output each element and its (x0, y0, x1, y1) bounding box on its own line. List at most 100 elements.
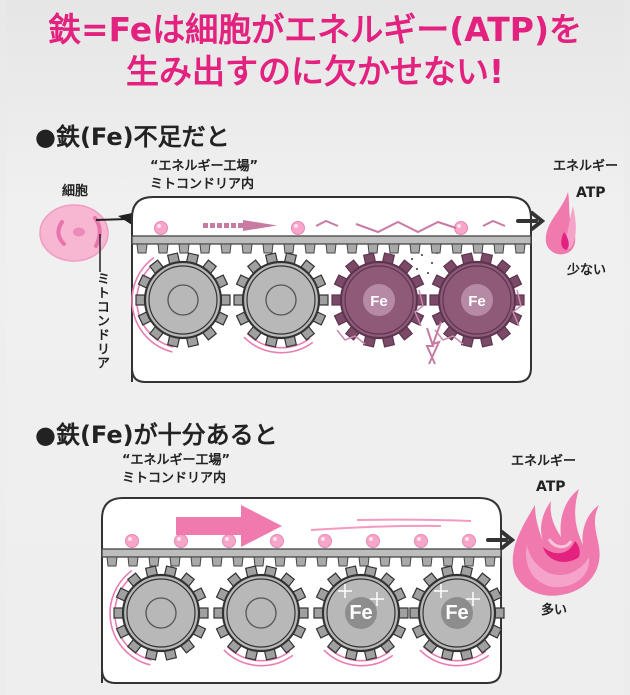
membrane-tooth (283, 243, 295, 254)
membrane-tooth (199, 243, 211, 254)
membrane-tooth (295, 556, 307, 567)
membrane-tooth (337, 556, 349, 567)
membrane-tooth (442, 556, 454, 567)
membrane-tooth (136, 243, 148, 254)
amount-label-deficient: 少ない (567, 263, 607, 278)
fe-core (363, 284, 395, 316)
gear (135, 252, 231, 348)
gear-hub (145, 597, 177, 629)
sparkle-icon (338, 584, 352, 598)
membrane-tooth (232, 556, 244, 567)
factory-label-sufficient-line1: “エネルギー工場” (122, 453, 231, 468)
fe-label: Fe (468, 293, 486, 310)
membrane-tooth (325, 243, 337, 254)
fe-label: Fe (445, 602, 468, 624)
membrane-tooth (190, 556, 202, 567)
particle (462, 534, 476, 548)
section-heading-deficient: ●鉄(Fe)不足だと (35, 123, 230, 151)
membrane-tooth (253, 556, 265, 567)
strong-flow-arrow (176, 505, 282, 547)
membrane-tooth (127, 556, 139, 567)
membrane-bar (131, 235, 532, 245)
particle (154, 221, 168, 235)
fe-label: Fe (370, 293, 388, 310)
particle (414, 534, 428, 548)
damage-zigzag (336, 289, 424, 345)
factory-label-sufficient-line2: ミトコンドリア内 (122, 471, 227, 486)
membrane-tooth (346, 243, 358, 254)
energy-label-deficient: エネルギー (553, 159, 619, 174)
membrane-tooth (430, 243, 442, 254)
membrane-tooth (493, 243, 505, 254)
weak-flow-arrow (203, 220, 277, 231)
membrane-tooth (400, 556, 412, 567)
gear (233, 252, 329, 348)
atp-label-deficient: ATP (576, 185, 606, 201)
membrane-tooth (514, 243, 526, 254)
membrane-tooth (106, 556, 118, 567)
membrane-tooth (169, 556, 181, 567)
membrane-tooth (472, 243, 484, 254)
membrane-tooth (274, 556, 286, 567)
damage-zigzag (434, 289, 522, 345)
gear (213, 565, 309, 661)
particle (291, 221, 305, 235)
sparkle-icon (370, 592, 384, 606)
particle (222, 534, 236, 548)
membrane-tooth (262, 243, 274, 254)
motion-arcs (109, 569, 152, 666)
mitochondria-box-sufficient: Fe Fe (101, 497, 505, 684)
fe-label: Fe (349, 602, 372, 624)
factory-label-deficient-line1: “エネルギー工場” (150, 159, 259, 174)
particle (454, 221, 468, 235)
particle (366, 534, 380, 548)
fe-core (461, 284, 493, 316)
membrane-tooth (367, 243, 379, 254)
membrane-tooth (220, 243, 232, 254)
debris-dots (411, 252, 438, 274)
gear-hub (265, 284, 297, 316)
particle (318, 534, 332, 548)
membrane-bar (101, 548, 502, 558)
membrane-tooth (241, 243, 253, 254)
membrane-tooth (358, 556, 370, 567)
gear (113, 565, 209, 661)
membrane-tooth (388, 243, 400, 254)
main-title-line-1: 鉄=Feは細胞がエネルギー(ATP)を (47, 10, 583, 49)
gear-hub (167, 284, 199, 316)
membrane-tooth (157, 243, 169, 254)
sparkle-icon (466, 592, 480, 606)
membrane-tooth (211, 556, 223, 567)
membrane-tooth (304, 243, 316, 254)
large-flame-icon (512, 489, 600, 596)
small-flame-icon (545, 192, 576, 255)
membrane-tooth (463, 556, 475, 567)
membrane-tooth (148, 556, 160, 567)
weak-flow-zigzag (315, 219, 506, 234)
speed-lines (310, 518, 472, 531)
membrane-tooth (316, 556, 328, 567)
motion-arcs (131, 256, 174, 353)
arrow-to-flame-deficient (516, 211, 546, 231)
membrane-tooth (484, 556, 496, 567)
membrane-tooth (178, 243, 190, 254)
fe-core (345, 597, 377, 629)
particle (174, 534, 188, 548)
membrane-tooth (421, 556, 433, 567)
mitochondria-label: ミトコンドリア (94, 272, 109, 370)
membrane-tooth (379, 556, 391, 567)
energy-label-sufficient: エネルギー (511, 454, 577, 469)
membrane-tooth (409, 243, 421, 254)
atp-label-sufficient: ATP (536, 479, 566, 495)
sparkle-icon (434, 584, 448, 598)
amount-label-sufficient: 多い (541, 603, 568, 618)
particle (270, 534, 284, 548)
factory-label-deficient-line2: ミトコンドリア内 (150, 177, 255, 192)
membrane-tooth (451, 243, 463, 254)
fe-core (441, 597, 473, 629)
mitochondria-box-deficient: Fe Fe (131, 196, 532, 383)
section-heading-sufficient: ●鉄(Fe)が十分あると (35, 421, 278, 449)
particle (125, 534, 139, 548)
gear-hub (245, 597, 277, 629)
